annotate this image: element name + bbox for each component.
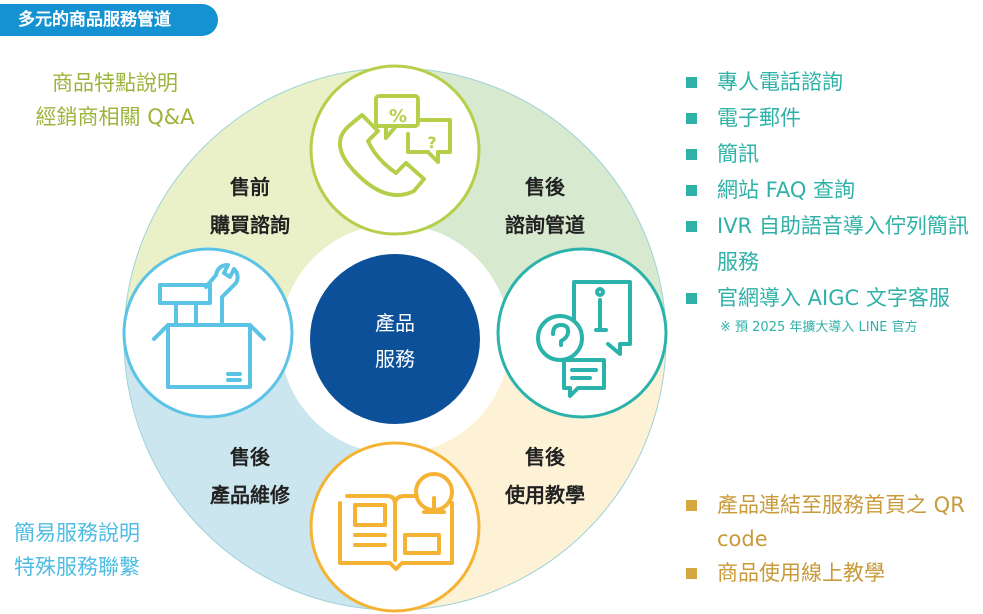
quadrant-label-repair: 售後 產品維修 [180,438,320,514]
item-text: 簡訊 [717,142,759,166]
item-text: 產品連結至服務首頁之 QR code [717,493,965,551]
bullet-icon [686,113,697,124]
list-item: 簡訊 [684,136,982,172]
bullet-icon [686,568,697,579]
list-item: IVR 自助語音導入佇列簡訊服務 [684,208,982,280]
note-line: 特殊服務聯繫 [14,555,140,579]
note-line: 經銷商相關 Q&A [35,105,195,129]
label-line: 購買諮詢 [210,213,290,237]
bullet-icon [686,185,697,196]
page-title: 多元的商品服務管道 [0,4,218,36]
quadrant-label-inquiry: 售後 諮詢管道 [475,168,615,244]
list-item: 商品使用線上教學 [684,556,972,590]
item-text: 官網導入 AIGC 文字客服 [717,286,950,310]
bullet-icon [686,149,697,160]
label-line: 諮詢管道 [505,213,585,237]
label-line: 售後 [230,445,270,469]
bullet-icon [686,77,697,88]
tutorial-list: 產品連結至服務首頁之 QR code 商品使用線上教學 [684,488,972,590]
list-item: 專人電話諮詢 [684,64,982,100]
list-item: 產品連結至服務首頁之 QR code [684,488,972,556]
presale-notes: 商品特點說明 經銷商相關 Q&A [16,66,214,134]
quadrant-label-presale: 售前 購買諮詢 [180,168,320,244]
item-text: 電子郵件 [717,106,801,130]
label-line: 產品維修 [210,483,290,507]
channel-list: 專人電話諮詢 電子郵件 簡訊 網站 FAQ 查詢 IVR 自助語音導入佇列簡訊服… [684,64,982,340]
note-line: 簡易服務說明 [14,521,140,545]
label-line: 使用教學 [505,483,585,507]
center-label: 產品 服務 [335,305,455,377]
svg-text:?: ? [427,133,436,152]
book-lightbulb-icon [309,441,481,613]
list-item: 網站 FAQ 查詢 [684,172,982,208]
item-text: 專人電話諮詢 [717,70,843,94]
list-item: 官網導入 AIGC 文字客服 [684,280,982,316]
bullet-icon [686,293,697,304]
repair-notes: 簡易服務說明 特殊服務聯繫 [14,516,140,584]
item-text: 商品使用線上教學 [717,561,885,585]
quadrant-label-tutorial: 售後 使用教學 [475,438,615,514]
item-text: 網站 FAQ 查詢 [717,178,856,202]
list-item: 電子郵件 [684,100,982,136]
toolbox-icon [122,247,294,419]
info-chat-icon [496,247,668,419]
phone-chat-icon: % ? [309,64,481,236]
item-text: IVR 自助語音導入佇列簡訊服務 [717,214,969,274]
channel-note: ※ 預 2025 年擴大導入 LINE 官方 [720,320,918,335]
bullet-icon [686,221,697,232]
center-label-line: 服務 [375,347,415,371]
bullet-icon [686,500,697,511]
center-label-line: 產品 [375,311,415,335]
svg-text:%: % [389,106,407,127]
label-line: 售前 [230,175,270,199]
center-circle [310,254,480,424]
note-line: 商品特點說明 [52,71,178,95]
label-line: 售後 [525,175,565,199]
label-line: 售後 [525,445,565,469]
